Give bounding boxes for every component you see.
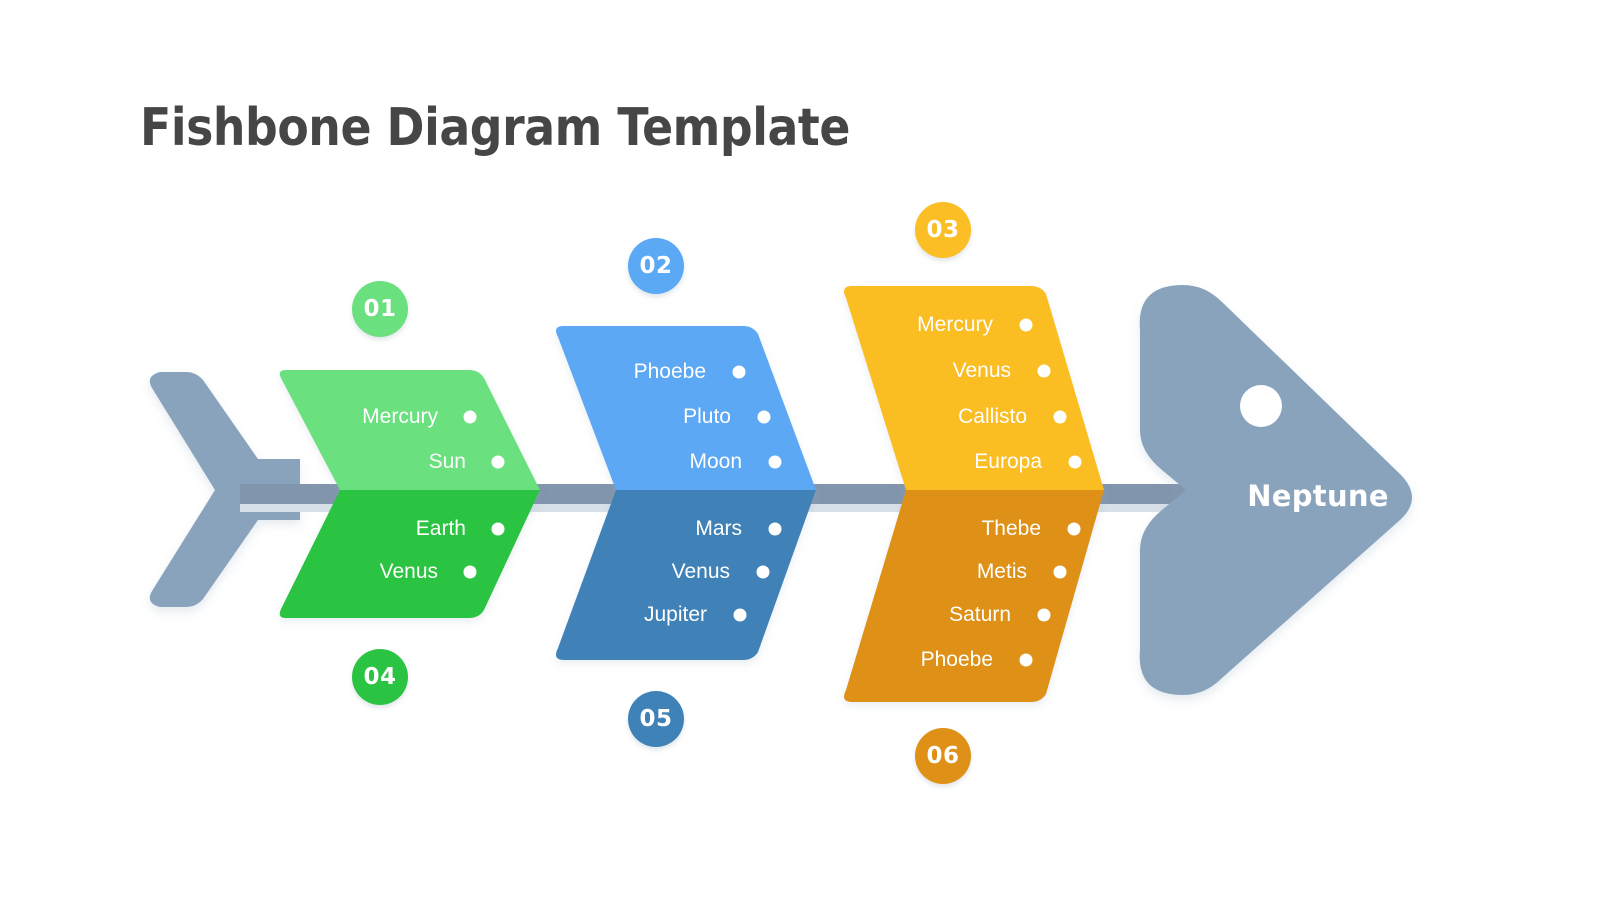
branch-shape-03 xyxy=(844,286,1104,490)
bullet-point xyxy=(1019,653,1033,667)
branch-item-label: Venus xyxy=(952,359,1011,382)
bullet-point xyxy=(491,455,505,469)
branch-badge-04[interactable]: 04 xyxy=(352,649,408,705)
branch-item-label: Earth xyxy=(415,517,466,540)
branch-item-label: Venus xyxy=(671,560,730,583)
bullet-point xyxy=(732,365,746,379)
branch-item-label: Mars xyxy=(695,517,742,540)
branch-shape-02 xyxy=(556,326,816,490)
branch-item-label: Europa xyxy=(974,450,1042,473)
bullet-point xyxy=(1053,410,1067,424)
branch-item-label: Pluto xyxy=(683,405,731,428)
fish-eye xyxy=(1240,385,1282,427)
branch-item-label: Saturn xyxy=(949,603,1011,626)
fish-head-label: Neptune xyxy=(1247,479,1389,513)
branch-item-label: Phoebe xyxy=(920,648,993,671)
branch-item-label: Mercury xyxy=(917,313,993,336)
bullet-point xyxy=(1053,565,1067,579)
bullet-point xyxy=(757,410,771,424)
branch-item-label: Sun xyxy=(428,450,466,473)
branch-shape-05 xyxy=(556,490,816,660)
bullet-point xyxy=(733,608,747,622)
bullet-point xyxy=(768,455,782,469)
branch-badge-06[interactable]: 06 xyxy=(915,728,971,784)
branch-item-label: Venus xyxy=(379,560,438,583)
branch-badge-03[interactable]: 03 xyxy=(915,202,971,258)
bullet-point xyxy=(463,565,477,579)
fish-tail xyxy=(149,372,300,607)
branch-shape-04 xyxy=(279,490,540,618)
bullet-point xyxy=(1068,455,1082,469)
fish-head xyxy=(1139,285,1412,695)
bullet-point xyxy=(768,522,782,536)
page-title: Fishbone Diagram Template xyxy=(140,98,850,158)
branch-shape-01 xyxy=(279,370,540,490)
bullet-point xyxy=(1019,318,1033,332)
branch-item-label: Metis xyxy=(976,560,1027,583)
bullet-point xyxy=(1037,608,1051,622)
bullet-point xyxy=(756,565,770,579)
branch-badge-05[interactable]: 05 xyxy=(628,691,684,747)
branch-badge-01[interactable]: 01 xyxy=(352,281,408,337)
branch-item-label: Jupiter xyxy=(643,603,707,626)
branch-item-label: Callisto xyxy=(958,405,1027,428)
bullet-point xyxy=(1067,522,1081,536)
branch-shape-06 xyxy=(844,490,1104,702)
bullet-point xyxy=(491,522,505,536)
bullet-point xyxy=(1037,364,1051,378)
branch-item-label: Thebe xyxy=(981,517,1041,540)
branch-badge-02[interactable]: 02 xyxy=(628,238,684,294)
branch-item-label: Moon xyxy=(689,450,742,473)
branch-item-label: Phoebe xyxy=(633,360,706,383)
branch-item-label: Mercury xyxy=(362,405,438,428)
bullet-point xyxy=(463,410,477,424)
